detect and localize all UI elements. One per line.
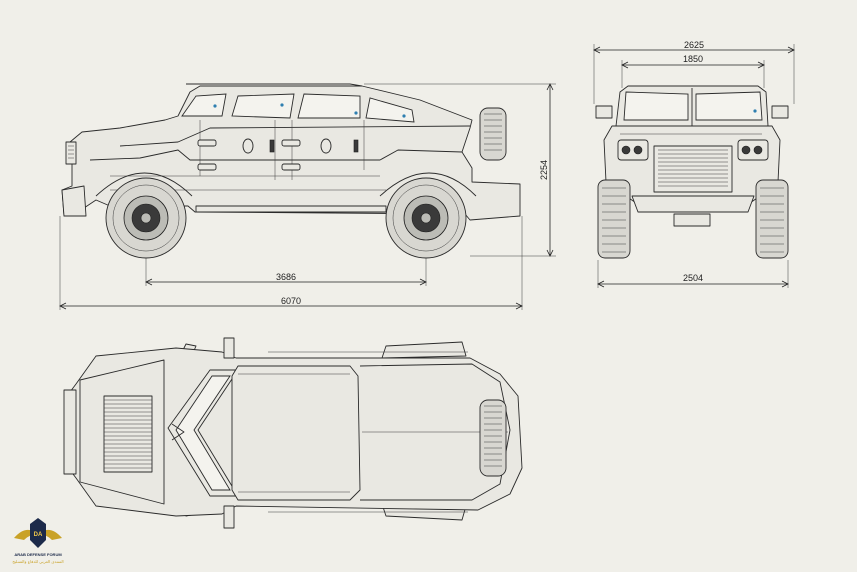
svg-text:DA: DA (34, 532, 43, 538)
side-window-rear (365, 97, 415, 123)
top-hood-vent (79, 359, 165, 505)
dimension-front-overall-width (593, 44, 795, 104)
front-tire-left (597, 179, 631, 259)
side-window-front (181, 93, 227, 117)
top-view (63, 337, 523, 529)
side-front-wheel (105, 177, 187, 259)
front-grille (653, 145, 733, 193)
dimension-front-body-width (621, 60, 765, 88)
front-headlights (617, 139, 769, 161)
front-tire-right (755, 179, 789, 259)
side-front-bumper (61, 141, 87, 217)
front-windshield-left (623, 91, 689, 121)
label-front-body-width: 1850 (683, 54, 703, 64)
side-door-hardware (197, 138, 359, 171)
logo-name: ARAB DEFENSE FORUM (14, 552, 62, 557)
top-windshield (167, 369, 239, 497)
logo-subtitle: المنتدى العربي للدفاع والتسليح (12, 559, 63, 564)
top-spare-tire (479, 399, 507, 477)
label-front-track: 2504 (683, 273, 703, 283)
label-side-wheelbase: 3686 (276, 272, 296, 282)
side-window-mid-2 (297, 93, 361, 119)
arab-defense-forum-logo: DA (14, 518, 62, 548)
front-windshield-right (695, 91, 763, 121)
side-rear-wheel (385, 177, 467, 259)
dimension-side-height (364, 83, 556, 257)
label-front-overall-width: 2625 (684, 40, 704, 50)
dimension-side-wheelbase (145, 258, 427, 286)
front-view (593, 44, 795, 288)
side-view (59, 83, 556, 310)
dimension-side-length (59, 216, 523, 310)
label-side-height: 2254 (539, 160, 549, 180)
side-spare-tire (479, 107, 507, 161)
side-window-mid-1 (231, 93, 295, 119)
label-side-length: 6070 (281, 296, 301, 306)
dimension-front-track (597, 260, 789, 288)
